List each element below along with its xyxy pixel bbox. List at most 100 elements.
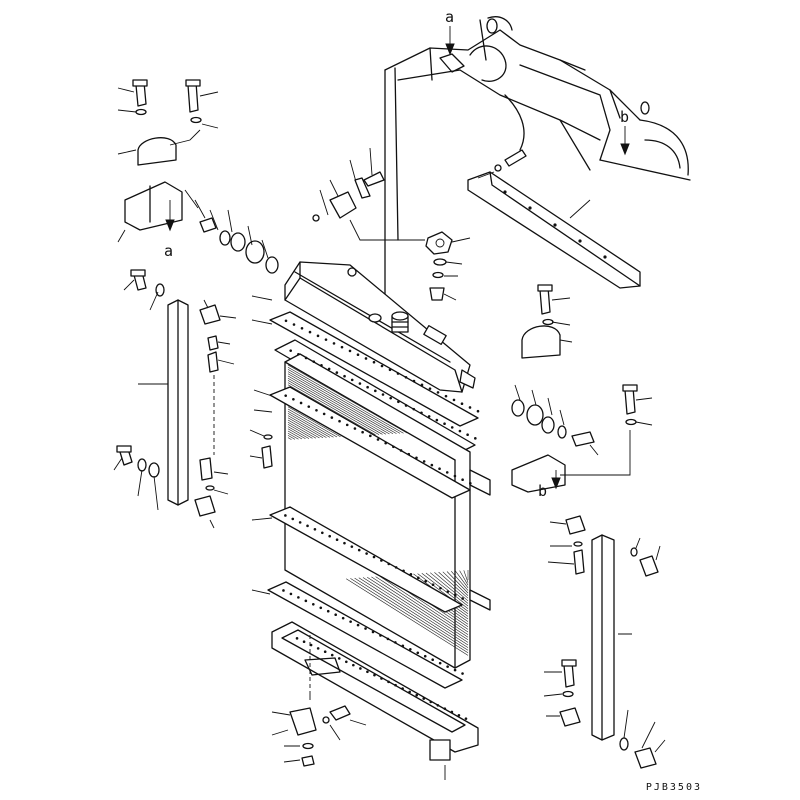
- drawing-code: PJB3503: [646, 782, 702, 793]
- strip-hole: [409, 573, 413, 576]
- strip-hole: [420, 383, 424, 387]
- strip-hole: [404, 404, 408, 407]
- strip-hole: [450, 426, 454, 429]
- strip-hole: [349, 620, 352, 623]
- core-fin: [287, 432, 299, 440]
- strip-hole: [306, 524, 309, 528]
- strip-hole: [474, 437, 477, 440]
- strip-hole: [321, 531, 324, 535]
- strip-hole: [371, 630, 375, 634]
- strip-hole: [381, 393, 385, 396]
- strip-hole: [446, 665, 449, 668]
- strip-hole: [389, 396, 392, 400]
- strip-hole: [408, 690, 411, 694]
- strip-hole: [438, 661, 442, 665]
- strip-hole: [423, 654, 427, 658]
- strip-hole: [322, 412, 326, 416]
- core-fin: [287, 375, 390, 435]
- strip-hole: [343, 374, 346, 378]
- strip-hole: [304, 356, 308, 360]
- strip-hole: [387, 562, 391, 566]
- strip-hole: [401, 644, 405, 648]
- strip-hole: [289, 592, 293, 596]
- core-fin: [287, 373, 394, 435]
- strip-hole: [282, 589, 285, 592]
- strip-hole: [429, 700, 433, 704]
- strip-hole: [343, 541, 346, 545]
- strip-hole: [402, 569, 405, 573]
- strip-hole: [298, 521, 302, 524]
- core-fin: [358, 577, 469, 648]
- strip-hole: [300, 327, 304, 330]
- strip-hole: [435, 418, 439, 422]
- strip-hole: [327, 367, 331, 371]
- strip-hole: [399, 449, 403, 452]
- core-fin: [287, 382, 380, 435]
- strip-hole: [445, 471, 449, 474]
- strip-hole: [457, 714, 461, 717]
- strip-hole: [439, 586, 442, 590]
- strip-hole: [379, 634, 382, 637]
- machine-frame: [384, 16, 691, 306]
- strip-hole: [452, 398, 456, 402]
- strip-hole: [352, 663, 355, 667]
- core-fin: [442, 571, 469, 596]
- strip-hole: [366, 670, 369, 674]
- strip-hole: [380, 559, 383, 562]
- strip-hole: [359, 667, 362, 670]
- strip-hole: [299, 401, 303, 405]
- core-fin: [446, 571, 469, 594]
- core-fin: [459, 570, 469, 586]
- strip-hole: [427, 415, 431, 418]
- strip-hole: [384, 441, 387, 445]
- strip-hole: [335, 371, 339, 374]
- strip-hole: [312, 360, 316, 363]
- left-upper-mount: a: [117, 79, 219, 260]
- strip-hole: [412, 379, 416, 383]
- strip-hole: [394, 683, 397, 687]
- strip-hole: [424, 579, 427, 583]
- core-fin: [425, 572, 469, 607]
- strip-hole: [466, 433, 469, 436]
- core-fin: [287, 408, 338, 438]
- strip-hole: [446, 590, 450, 593]
- strip-hole: [332, 342, 336, 345]
- core-fin: [287, 384, 376, 436]
- strip-hole: [312, 603, 315, 606]
- strip-hole: [387, 680, 390, 684]
- strip-hole: [436, 703, 440, 707]
- lower-hardware: [271, 632, 446, 780]
- strip-hole: [430, 463, 434, 467]
- strip-hole: [309, 643, 313, 647]
- strip-hole: [373, 673, 376, 677]
- strip-hole: [397, 400, 400, 404]
- strip-hole: [396, 372, 400, 375]
- strip-hole: [380, 677, 383, 680]
- core-fin: [455, 570, 469, 588]
- strip-hole: [307, 405, 311, 408]
- core-fin: [287, 415, 327, 438]
- strip-hole: [431, 658, 434, 661]
- strip-hole: [335, 538, 339, 541]
- upper-tank: [284, 261, 476, 393]
- strip-hole: [356, 353, 360, 356]
- strip-hole: [453, 474, 457, 478]
- core-fin: [287, 380, 383, 435]
- core-fin: [371, 576, 469, 641]
- core-fin: [287, 377, 387, 435]
- strip-hole: [458, 429, 462, 433]
- strip-hole: [365, 552, 368, 555]
- right-side-bracket: [543, 515, 666, 769]
- strip-hole: [338, 419, 341, 423]
- strip-hole: [444, 394, 448, 398]
- strip-hole: [340, 345, 344, 349]
- core-fin: [287, 369, 401, 434]
- strip-hole: [453, 593, 457, 597]
- core-fin: [434, 572, 469, 602]
- core-fin: [362, 577, 469, 646]
- strip-hole: [366, 385, 369, 389]
- strip-hole: [328, 534, 331, 538]
- core-fin: [367, 576, 469, 643]
- strip-hole: [422, 697, 426, 700]
- core-fin: [375, 576, 469, 638]
